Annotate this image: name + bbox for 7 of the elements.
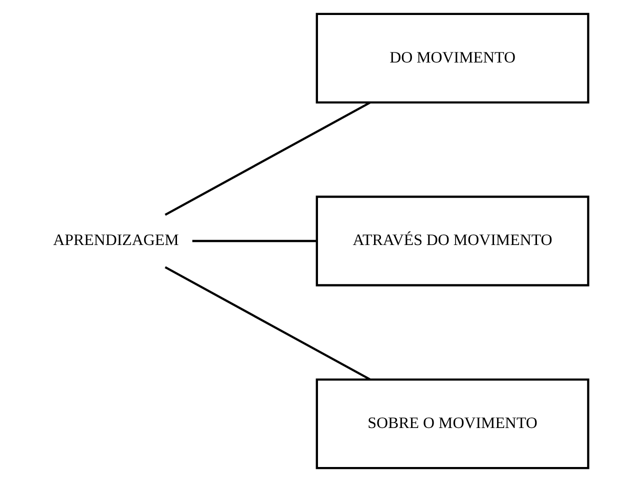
node-box: SOBRE O MOVIMENTO [316,378,590,470]
connector [164,266,370,380]
connector [192,240,317,242]
node-box: ATRAVÉS DO MOVIMENTO [316,196,590,286]
node-box: DO MOVIMENTO [316,12,590,104]
connector [164,102,370,216]
node-text: APRENDIZAGEM [53,232,179,250]
